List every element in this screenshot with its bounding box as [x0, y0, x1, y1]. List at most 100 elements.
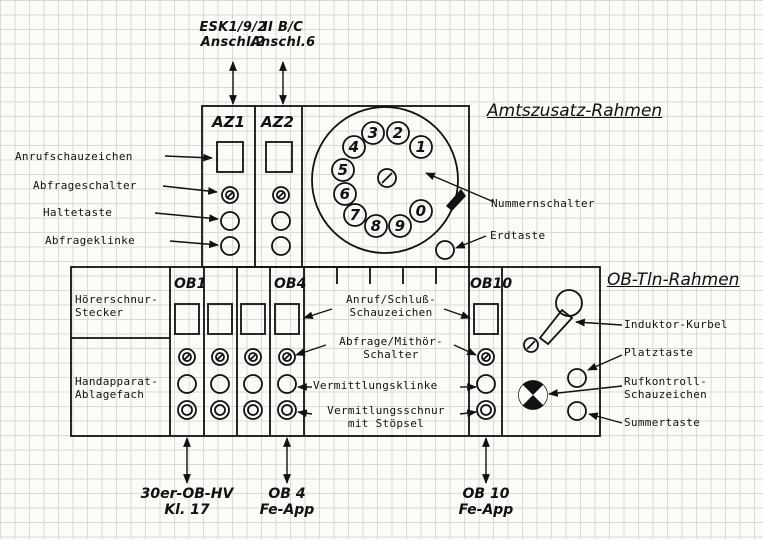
arrow-summertaste [588, 412, 623, 424]
dial-digit-0: 0 [415, 202, 427, 220]
ob1-switch[interactable] [178, 348, 196, 366]
ob10-indicator [473, 303, 499, 335]
ob10-stoepsel[interactable] [476, 400, 496, 420]
ob4-stoepsel[interactable] [277, 400, 297, 420]
rufkontroll-indicator [518, 380, 548, 410]
az2-switch-slot [277, 191, 285, 199]
abfrage-mithoer-line2: Schalter [363, 348, 419, 361]
ob1-stoepsel[interactable] [177, 400, 197, 420]
arrow-abfrageklinke [169, 240, 219, 249]
dial-hole-9[interactable] [388, 214, 412, 238]
platztaste-button[interactable] [567, 368, 587, 388]
dial-digit-9: 9 [394, 217, 406, 235]
ob3-stoepsel[interactable] [243, 400, 263, 420]
rufkontroll-line1: Rufkontroll- [624, 375, 708, 388]
arrow-platztaste [587, 354, 623, 371]
erdtaste-button[interactable] [435, 240, 455, 260]
ob2-klinke[interactable] [210, 374, 230, 394]
hoererschnur-line1: Hörerschnur- [75, 293, 159, 306]
dial-digit-2: 2 [392, 124, 404, 142]
abfrageklinke-label: Abfrageklinke [45, 234, 135, 247]
az1-switch[interactable] [221, 186, 239, 204]
dial-digit-4: 4 [348, 138, 360, 156]
amtszusatz-title: Amtszusatz-Rahmen [487, 101, 663, 121]
ob2-switch[interactable] [211, 348, 229, 366]
dial-hole-7[interactable] [343, 203, 367, 227]
ob4-switch-inner [282, 352, 292, 362]
dial-hole-8[interactable] [364, 214, 388, 238]
dial-hole-0[interactable] [409, 199, 433, 223]
ob10-stoepsel-ring [480, 404, 492, 416]
ob3-switch-slot [249, 353, 257, 361]
rufkontroll-label: Rufkontroll- Schauzeichen [624, 375, 707, 401]
ob4-switch[interactable] [278, 348, 296, 366]
nummernschalter-label: Nummernschalter [491, 197, 595, 210]
bottom-hv-line1: 30er-OB-HV [140, 486, 234, 502]
esk-label-line1: ESK1/9/2 [199, 20, 267, 35]
ob4-switch-slot [283, 353, 291, 361]
vermittlungsschnur-label: Vermitlungsschnur mit Stöpsel [310, 404, 462, 430]
dial-hole-6[interactable] [333, 182, 357, 206]
dial-center [377, 168, 397, 188]
ob3-switch-inner [248, 352, 258, 362]
esk-label: ESK1/9/2 Anschl.2 [188, 20, 278, 50]
ob2-indicator [207, 303, 233, 335]
ob2-stoepsel[interactable] [210, 400, 230, 420]
ob3-klinke[interactable] [243, 374, 263, 394]
ob1-klinke[interactable] [177, 374, 197, 394]
ob10-switch-inner [481, 352, 491, 362]
az2-switch[interactable] [272, 186, 290, 204]
haltetaste-label: Haltetaste [43, 206, 113, 219]
bottom-ob4-line2: Fe-App [259, 502, 315, 518]
handapparat-line1: Handapparat- [75, 375, 159, 388]
ob1-switch-inner [182, 352, 192, 362]
iibc-label-line2: Anschl.6 [250, 35, 316, 50]
dial-digit-8: 8 [370, 217, 382, 235]
dial-finger-stop [446, 189, 466, 211]
anruf-schluss-label: Anruf/Schluß- Schauzeichen [326, 293, 456, 319]
induktor-kurbel-hub [523, 337, 539, 353]
ob2-stoepsel-ring [214, 404, 226, 416]
arrow-induktor [575, 318, 623, 327]
dial-hole-4[interactable] [342, 135, 366, 159]
arrow-nummernschalter [425, 172, 495, 203]
ob-tln-title: OB-Tln-Rahmen [607, 270, 740, 290]
anruf-schluss-line1: Anruf/Schluß- [346, 293, 436, 306]
arrow-anruf-right [443, 308, 471, 319]
dial-hole-3[interactable] [361, 121, 385, 145]
ob2-switch-slot [216, 353, 224, 361]
az2-switch-inner [276, 190, 286, 200]
arrow-anruf-left [303, 308, 333, 320]
arrow-schnur-right [459, 409, 477, 417]
arrow-abfrage-right [453, 344, 477, 356]
arrow-rufkontroll [548, 385, 623, 397]
arrow-abfrage-left [295, 344, 327, 356]
dial-hole-5[interactable] [331, 158, 355, 182]
arrow-abfrageschalter [162, 185, 218, 195]
ob-switch-row [178, 348, 495, 366]
az2-abfrageklinke[interactable] [271, 236, 291, 256]
rufkontroll-line2: Schauzeichen [624, 388, 708, 401]
ob4-stoepsel-ring [281, 404, 293, 416]
abfrageschalter-label: Abfrageschalter [33, 179, 137, 192]
ob10-switch[interactable] [477, 348, 495, 366]
ob10-switch-slot [482, 353, 490, 361]
bottom-hv-line2: Kl. 17 [164, 502, 210, 518]
az1-haltetaste[interactable] [220, 211, 240, 231]
ob3-stoepsel-ring [247, 404, 259, 416]
dial-digit-7: 7 [349, 206, 361, 224]
az2-haltetaste[interactable] [271, 211, 291, 231]
dial-hole-1[interactable] [409, 135, 433, 159]
dial-hole-2[interactable] [386, 121, 410, 145]
arrow-haltetaste [154, 212, 219, 223]
summertaste-button[interactable] [567, 401, 587, 421]
ob1-label: OB1 [174, 276, 207, 292]
ob3-switch[interactable] [244, 348, 262, 366]
induktor-kurbel-arm [538, 308, 574, 346]
az1-abfrageklinke[interactable] [220, 236, 240, 256]
ob10-klinke[interactable] [476, 374, 496, 394]
rotary-dial[interactable] [311, 106, 459, 254]
ob4-klinke[interactable] [277, 374, 297, 394]
bottom-ob4-line1: OB 4 [268, 486, 306, 502]
